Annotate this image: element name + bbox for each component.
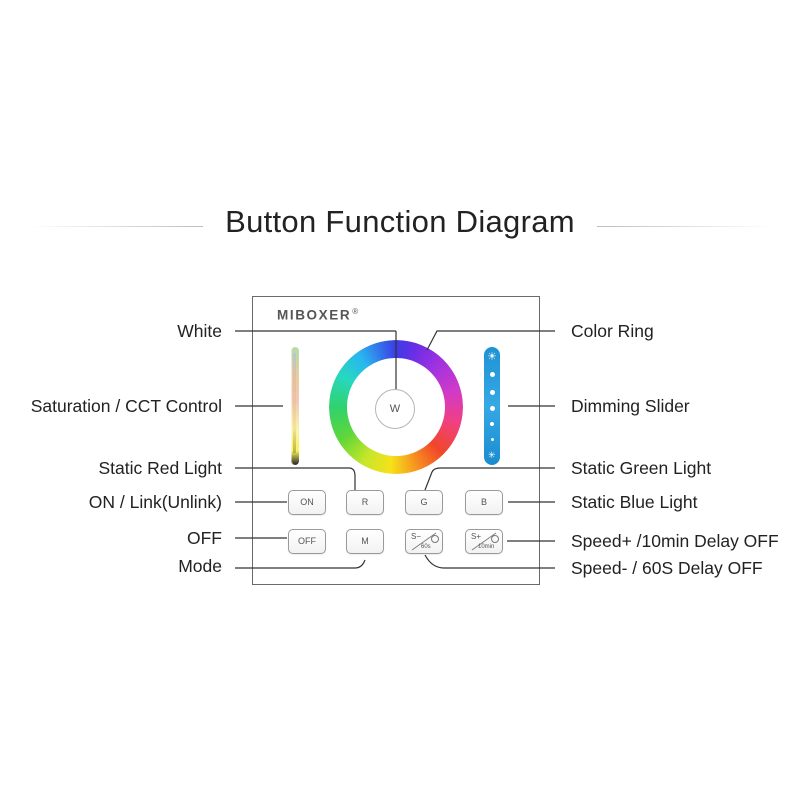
label-mode: Mode (178, 556, 222, 576)
title-rule-left (30, 226, 203, 227)
label-saturation: Saturation / CCT Control (30, 396, 222, 416)
label-speed-plus: Speed+ /10min Delay OFF (571, 531, 779, 551)
leader-static-red (235, 467, 356, 490)
brand-logo: MIBOXER® (277, 307, 360, 323)
label-off: OFF (187, 528, 222, 548)
dimming-slider[interactable]: ☀ ✳ (484, 347, 500, 465)
speed-minus-sub: 60s (421, 544, 431, 550)
dimming-dot (489, 390, 495, 395)
green-button[interactable]: G (405, 490, 443, 515)
label-white: White (177, 321, 222, 341)
mode-button[interactable]: M (346, 529, 384, 554)
speed-plus-label: S+ (471, 532, 482, 541)
label-color-ring: Color Ring (571, 321, 654, 341)
speed-minus-button[interactable]: S− 60s (405, 529, 443, 554)
dimming-dot (489, 406, 495, 411)
dimming-dot (490, 422, 494, 426)
dimming-dot (489, 372, 495, 377)
speed-minus-label: S− (411, 532, 422, 541)
label-dimming: Dimming Slider (571, 396, 690, 416)
title-area: Button Function Diagram (0, 200, 800, 252)
on-button[interactable]: ON (288, 490, 326, 515)
white-button[interactable]: W (375, 389, 415, 429)
leader-static-green (424, 467, 555, 491)
clock-icon (431, 535, 439, 543)
leader-lines (235, 330, 555, 569)
off-button[interactable]: OFF (288, 529, 326, 554)
diagram-title: Button Function Diagram (225, 204, 575, 239)
brightness-low-icon: ✳ (488, 450, 496, 460)
title-rule-right (597, 226, 772, 227)
saturation-slider[interactable] (291, 347, 299, 465)
clock-icon (491, 535, 499, 543)
dimming-dot (490, 438, 494, 441)
saturation-slider-gradient (293, 353, 296, 453)
brightness-high-icon: ☀ (487, 351, 497, 363)
red-button[interactable]: R (346, 490, 384, 515)
label-on-link: ON / Link(Unlink) (88, 492, 222, 512)
label-speed-minus: Speed- / 60S Delay OFF (571, 558, 763, 578)
label-static-red: Static Red Light (98, 458, 222, 478)
blue-button[interactable]: B (465, 490, 503, 515)
leader-color-ring (426, 330, 555, 351)
leader-speed-minus (424, 554, 555, 569)
speed-plus-button[interactable]: S+ 10min (465, 529, 503, 554)
leader-mode (235, 559, 366, 569)
label-static-blue: Static Blue Light (571, 492, 698, 512)
speed-plus-sub: 10min (478, 544, 495, 550)
label-static-green: Static Green Light (571, 458, 712, 478)
